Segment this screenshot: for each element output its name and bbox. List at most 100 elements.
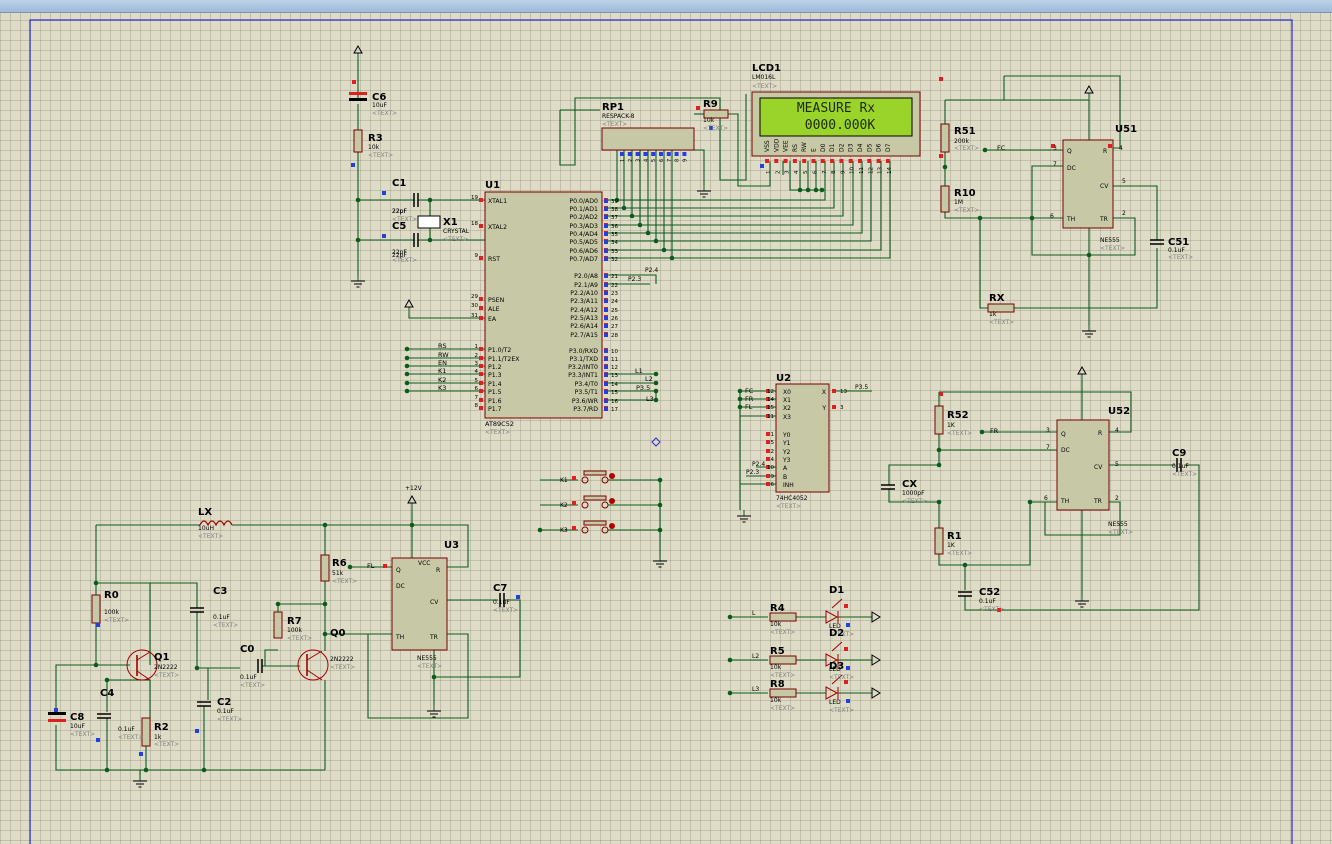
u1-pin-num: 14 xyxy=(611,382,618,388)
switch-icon xyxy=(583,470,607,476)
junction-dot xyxy=(936,462,942,468)
rx-body xyxy=(987,303,1015,313)
rp1-pin-num: 8 xyxy=(675,159,681,162)
q0-ref: Q0 xyxy=(330,628,346,639)
u1-pin-name: P2.7/A15 xyxy=(570,332,598,339)
u1-pin-num: 16 xyxy=(611,399,618,405)
power-arrow-icon xyxy=(353,44,363,54)
pin-marker xyxy=(811,159,816,163)
u3-pin-q: Q xyxy=(396,567,401,574)
pin-marker xyxy=(1108,144,1112,148)
pin-marker xyxy=(54,708,58,712)
u1-pin-name: P1.3 xyxy=(488,372,502,379)
lcd-pin-num: 8 xyxy=(831,170,837,174)
u2-pin-name: X0 xyxy=(783,389,791,396)
lx-inductor-icon xyxy=(199,520,233,527)
d1-led-icon xyxy=(825,610,839,624)
u1-pin-num: 35 xyxy=(611,232,618,238)
pin-marker xyxy=(604,308,608,312)
u2-pin-num: 12 xyxy=(767,389,774,395)
r51-ref: R51 xyxy=(954,126,976,137)
u52-pin-q: Q xyxy=(1061,431,1066,438)
junction-dot xyxy=(404,380,410,386)
pin-marker xyxy=(659,152,663,156)
rp1-text-placeholder: <TEXT> xyxy=(602,121,627,128)
c8-body xyxy=(48,719,66,722)
lcd-pin-name: D4 xyxy=(857,143,864,152)
lcd-pin-name: RW xyxy=(801,142,808,152)
u52-pin-dc: DC xyxy=(1061,447,1070,454)
u1-pin-num: 5 xyxy=(475,378,479,384)
u1-pin-name: P1.6 xyxy=(488,398,502,405)
wire xyxy=(1003,76,1089,101)
u51-pin6: 6 xyxy=(1050,213,1054,220)
c7-ref: C7 xyxy=(493,583,507,594)
u1-pin-name: P0.3/AD3 xyxy=(569,223,598,230)
q0-value: 2N2222 xyxy=(330,656,354,663)
u1-pin-name: P0.5/AD5 xyxy=(569,239,598,246)
u51-pin2: 2 xyxy=(1122,210,1126,217)
net-label-rw: RW xyxy=(438,351,449,359)
u1-pin-num: 39 xyxy=(611,199,618,205)
lcd-pin-num: 3 xyxy=(785,170,791,174)
wire xyxy=(55,623,97,710)
rx-text-placeholder: <TEXT> xyxy=(989,319,1014,326)
r0-text-placeholder: <TEXT> xyxy=(104,617,129,624)
junction-dot xyxy=(621,205,627,211)
r10-body xyxy=(940,185,950,213)
r7-ref: R7 xyxy=(287,616,302,627)
lcd1-value: LM016L xyxy=(752,74,776,81)
pin-marker xyxy=(604,382,608,386)
pin-marker xyxy=(604,291,608,295)
r8-text-placeholder: <TEXT> xyxy=(770,705,795,712)
lcd1-ref: LCD1 xyxy=(752,63,781,74)
cx-text-placeholder: <TEXT> xyxy=(902,498,927,505)
pin-marker xyxy=(604,349,608,353)
u1-pin-name: P1.5 xyxy=(488,389,502,396)
lcd1-text-placeholder: <TEXT> xyxy=(752,83,777,90)
junction-dot xyxy=(355,237,361,243)
u1-pin-name: P3.4/T0 xyxy=(575,381,598,388)
u2-pin-name: Y xyxy=(821,405,826,412)
wire xyxy=(624,161,835,209)
rp1-pin-num: 7 xyxy=(667,159,673,162)
junction-dot xyxy=(404,371,410,377)
junction-dot xyxy=(653,397,659,403)
wires xyxy=(55,53,1200,781)
u3-ref: U3 xyxy=(444,540,459,551)
lx-ref: LX xyxy=(198,507,212,518)
u1-pin-name: P2.4/A12 xyxy=(570,307,598,314)
wire xyxy=(979,218,988,309)
pin-marker xyxy=(766,465,770,469)
r10-ref: R10 xyxy=(954,188,976,199)
u2-pin-num: 4 xyxy=(771,457,775,463)
c0-text-placeholder: <TEXT> xyxy=(240,682,265,689)
lcd-pin-num: 2 xyxy=(775,171,781,175)
c0-value: 0.1uF xyxy=(240,674,257,681)
lx-value: 10uH xyxy=(198,525,214,532)
r10-text-placeholder: <TEXT> xyxy=(954,207,979,214)
u52-text-placeholder: <TEXT> xyxy=(1108,529,1133,536)
r7-body xyxy=(273,611,283,639)
u1-pin-num: 23 xyxy=(611,291,618,297)
lcd-pin-num: 9 xyxy=(840,170,846,174)
pin-marker xyxy=(604,365,608,369)
switch-icon xyxy=(581,476,589,484)
pin-marker xyxy=(766,474,770,478)
wire xyxy=(672,161,891,259)
u1-pin-name: P1.7 xyxy=(488,406,502,413)
junction-dot xyxy=(143,767,149,773)
u1-pin-name: P3.0/RXD xyxy=(569,348,598,355)
pin-marker xyxy=(516,595,520,599)
u2-pin-name: A xyxy=(783,465,788,472)
u1-pin-name: P3.7/RD xyxy=(573,406,598,413)
pin-marker xyxy=(766,440,770,444)
u1-pin-name: P3.1/TXD xyxy=(570,356,599,363)
u52-pin-tr: TR xyxy=(1093,498,1102,505)
u1-pin-num: 7 xyxy=(475,395,479,401)
pin-marker xyxy=(139,752,143,756)
parts xyxy=(48,44,1182,788)
r8-body xyxy=(769,688,797,698)
u2-pin-num: 13 xyxy=(840,389,847,395)
wire xyxy=(1082,391,1132,433)
